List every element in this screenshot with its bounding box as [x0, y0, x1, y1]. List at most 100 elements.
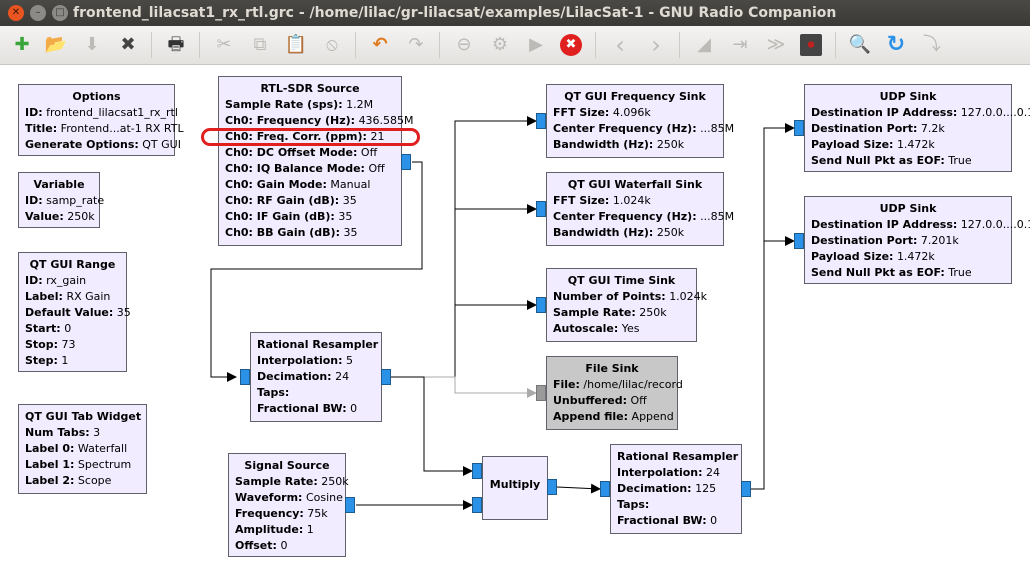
udp-sink-1-input-port[interactable] [794, 120, 804, 136]
close-flowgraph-button[interactable]: ✖ [120, 34, 136, 55]
block-title: QT GUI Tab Widget [25, 410, 142, 423]
rotate-cw-button[interactable]: › [651, 31, 661, 59]
param-row: Decimation: 24 [257, 369, 375, 385]
param-key: Decimation: [617, 482, 692, 495]
multiply-input-port-0[interactable] [472, 463, 482, 479]
frequency-sink-input-port[interactable] [536, 113, 546, 129]
ports-button[interactable]: ⇥ [732, 34, 748, 55]
block-variable[interactable]: Variable ID: samp_rate Value: 250k [18, 172, 104, 228]
block-file-sink[interactable]: File Sink File: /home/lilac/record Unbuf… [546, 356, 683, 430]
param-value: 1.472k [896, 250, 935, 263]
param-row: Title: Frontend...at-1 RX RTL [25, 121, 184, 137]
toolbar: ✚ 📂 ⬇ ✖ 🖶 ✂ ⧉ 📋 ⦸ ↶ ↷ ⊖ ⚙ ▶ ✖ ‹ › ◢ ⇥ ≫ … [0, 26, 1030, 65]
block-options[interactable]: Options ID: frontend_lilacsat1_rx_rtl Ti… [18, 84, 184, 156]
block-title: QT GUI Waterfall Sink [567, 178, 703, 191]
param-value: 75k [307, 507, 328, 520]
reload-button[interactable]: ↻ [886, 32, 906, 57]
resampler2-input-port[interactable] [600, 481, 610, 497]
param-value: True [948, 154, 972, 167]
param-key: Generate Options: [25, 138, 139, 151]
block-signal-source[interactable]: Signal Source Sample Rate: 250k Waveform… [228, 453, 349, 557]
param-value: 3 [93, 426, 101, 439]
param-value: 24 [335, 370, 350, 383]
param-value: 1 [306, 523, 314, 536]
param-key: Stop: [25, 338, 59, 351]
param-key: Fractional BW: [257, 402, 347, 415]
stop-button[interactable]: ⏺ [800, 34, 822, 56]
print-button[interactable]: 🖶 [167, 34, 185, 55]
block-qt-gui-tab-widget[interactable]: QT GUI Tab Widget Num Tabs: 3 Label 0: W… [18, 404, 147, 494]
multiply-output-port[interactable] [547, 479, 557, 495]
block-rational-resampler-2[interactable]: Rational Resampler Interpolation: 24 Dec… [610, 444, 742, 534]
rtl-sdr-output-port[interactable] [401, 154, 411, 170]
resampler1-input-port[interactable] [240, 369, 250, 385]
bypass-block-button[interactable]: ⚙ [491, 34, 509, 55]
param-value: 250k [656, 138, 685, 151]
generate-button[interactable]: ◢ [697, 34, 711, 55]
signal-source-output-port[interactable] [345, 497, 355, 513]
param-row: Label 0: Waterfall [25, 441, 140, 457]
maximize-window-button[interactable]: □ [52, 5, 68, 21]
param-value: Waterfall [77, 442, 128, 455]
param-row: Ch0: Gain Mode: Manual [225, 177, 395, 193]
block-udp-sink-2[interactable]: UDP Sink Destination IP Address: 127.0.0… [804, 196, 1030, 284]
block-qt-gui-range[interactable]: QT GUI Range ID: rx_gain Label: RX Gain … [18, 252, 131, 372]
param-key: ID: [25, 194, 43, 207]
next-button[interactable]: ≫ [766, 34, 786, 55]
block-rtl-sdr-source[interactable]: RTL-SDR Source Sample Rate (sps): 1.2M C… [218, 76, 414, 246]
block-udp-sink-1[interactable]: UDP Sink Destination IP Address: 127.0.0… [804, 84, 1030, 172]
param-key: Ch0: IF Gain (dB): [225, 210, 335, 223]
paste-button[interactable]: 📋 [284, 34, 308, 55]
block-rational-resampler-1[interactable]: Rational Resampler Interpolation: 5 Deci… [250, 332, 382, 422]
resampler2-output-port[interactable] [741, 481, 751, 497]
multiply-input-port-1[interactable] [472, 497, 482, 513]
find-block-button[interactable]: 🔍 [848, 34, 872, 55]
param-value: Manual [330, 178, 371, 191]
waterfall-sink-input-port[interactable] [536, 201, 546, 217]
open-flowgraph-button[interactable]: 📂 [44, 34, 68, 55]
disable-block-button[interactable]: ⊖ [456, 34, 472, 55]
param-key: Sample Rate: [235, 475, 318, 488]
save-flowgraph-button[interactable]: ⬇ [84, 34, 100, 55]
param-value: 0 [64, 322, 72, 335]
param-key: Default Value: [25, 306, 114, 319]
block-qt-gui-waterfall-sink[interactable]: QT GUI Waterfall Sink FFT Size: 1.024k C… [546, 172, 734, 246]
param-key: FFT Size: [553, 194, 610, 207]
wire-multiply-to-resampler2 [556, 483, 601, 494]
resampler1-output-port[interactable] [381, 369, 391, 385]
block-qt-gui-time-sink[interactable]: QT GUI Time Sink Number of Points: 1.024… [546, 268, 707, 342]
help-button[interactable]: ⤵ [923, 34, 941, 55]
delete-button[interactable]: ⦸ [326, 34, 338, 55]
udp-sink-2-input-port[interactable] [794, 233, 804, 249]
block-title: Rational Resampler [257, 338, 379, 351]
kill-button[interactable]: ✖ [560, 34, 582, 56]
block-title: QT GUI Range [29, 258, 116, 271]
block-qt-gui-frequency-sink[interactable]: QT GUI Frequency Sink FFT Size: 4.096k C… [546, 84, 734, 158]
flowgraph-canvas[interactable]: Options ID: frontend_lilacsat1_rx_rtl Ti… [0, 65, 1030, 579]
execute-button[interactable]: ▶ [529, 34, 543, 55]
minimize-window-button[interactable]: – [30, 5, 46, 21]
title-bar: ✕ – □ frontend_lilacsat1_rx_rtl.grc - /h… [0, 0, 1030, 26]
param-row: Payload Size: 1.472k [811, 249, 1005, 265]
param-key: Sample Rate: [553, 306, 636, 319]
param-key: Interpolation: [257, 354, 343, 367]
block-multiply[interactable]: Multiply [482, 456, 548, 520]
rotate-ccw-button[interactable]: ‹ [615, 31, 625, 59]
file-sink-input-port[interactable] [536, 385, 546, 401]
param-value: 1.024k [669, 290, 708, 303]
copy-button[interactable]: ⧉ [253, 34, 267, 55]
cut-button[interactable]: ✂ [216, 34, 232, 55]
time-sink-input-port[interactable] [536, 297, 546, 313]
param-key: Sample Rate (sps): [225, 98, 343, 111]
param-row: Send Null Pkt as EOF: True [811, 153, 1005, 169]
block-title: UDP Sink [879, 90, 937, 103]
param-value: True [948, 266, 972, 279]
param-key: Payload Size: [811, 138, 894, 151]
new-flowgraph-button[interactable]: ✚ [14, 34, 30, 55]
undo-button[interactable]: ↶ [372, 34, 388, 55]
toolbar-separator [199, 32, 200, 58]
param-key: Ch0: IQ Balance Mode: [225, 162, 365, 175]
close-window-button[interactable]: ✕ [8, 5, 24, 21]
redo-button[interactable]: ↷ [408, 34, 424, 55]
window-title: frontend_lilacsat1_rx_rtl.grc - /home/li… [73, 5, 837, 21]
